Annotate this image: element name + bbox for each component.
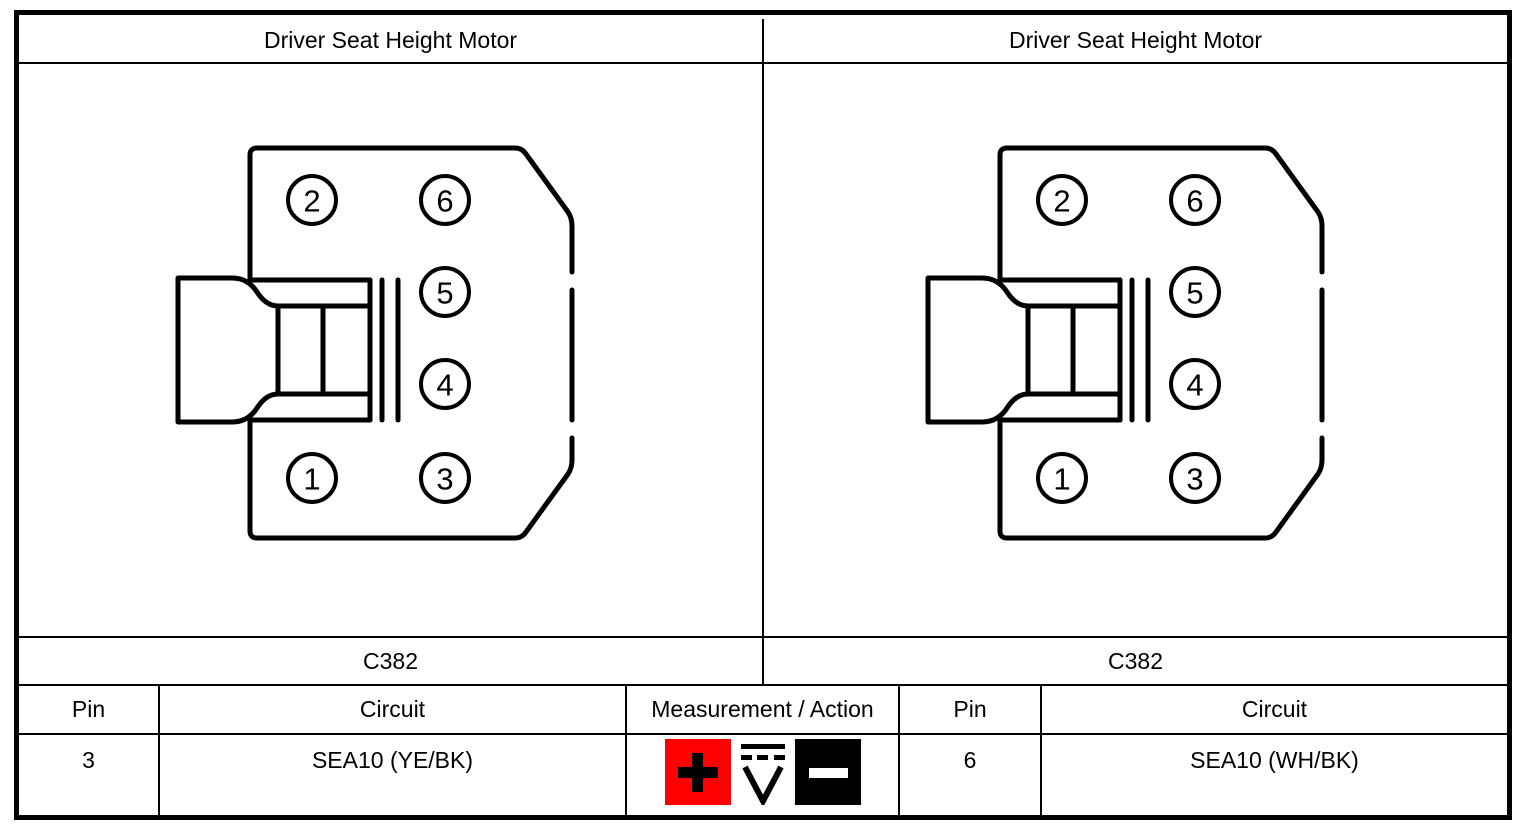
pin-circle-1 [286,452,338,504]
plus-vertical-bar [691,753,703,792]
pin-label-4: 4 [1186,368,1203,403]
negative-probe-icon [794,739,861,805]
connector-diagram-right: 2 6 5 4 1 3 [910,130,1330,550]
measurement-right-pin-divider [898,684,900,820]
table-header-row-bottom-rule [19,733,1507,735]
pin-circle-4 [1169,358,1221,410]
right-pin-circuit-divider [1040,684,1042,820]
pin-circle-6 [419,174,471,226]
pin-label-2: 2 [303,184,320,219]
dc-dash-3 [773,755,785,760]
data-pin-left: 3 [82,746,95,773]
positive-probe-icon [664,739,731,805]
dc-solid-bar [740,744,785,749]
pin-label-3: 3 [436,462,453,497]
dc-dash-1 [740,755,752,760]
pin-label-5: 5 [436,276,453,311]
connector-id-left: C382 [363,647,418,674]
pin-circle-2 [1036,174,1088,226]
minus-horizontal-bar [808,768,848,778]
data-circuit-right: SEA10 (WH/BK) [1190,746,1359,773]
pin-circle-2 [286,174,338,226]
pin-label-4: 4 [436,368,453,403]
pin-label-3: 3 [1186,462,1203,497]
dc-voltage-icon [738,739,788,805]
pin-label-6: 6 [436,184,453,219]
pin-label-6: 6 [1186,184,1203,219]
data-circuit-left: SEA10 (YE/BK) [311,746,474,773]
pin-circle-5 [1169,266,1221,318]
column-header-pin-left: Pin [71,696,106,722]
panel-title-left: Driver Seat Height Motor [263,27,518,53]
pin-label-5: 5 [1186,276,1203,311]
column-header-circuit-left: Circuit [359,696,426,722]
pin-label-2: 2 [1053,184,1070,219]
panel-title-right: Driver Seat Height Motor [1008,27,1263,53]
pin-label-1: 1 [303,462,320,497]
left-circuit-measurement-divider [625,684,627,820]
connector-diagram-left: 2 6 5 4 1 3 [160,130,580,550]
connector-id-right: C382 [1108,647,1163,674]
pin-circle-3 [419,452,471,504]
data-pin-right: 6 [963,746,977,773]
dc-dash-2 [756,755,768,760]
column-header-circuit-right: Circuit [1241,696,1308,722]
left-pin-circuit-divider [158,684,160,820]
pin-label-1: 1 [1053,462,1070,497]
pin-circle-3 [1169,452,1221,504]
panel-center-divider [762,19,764,684]
pin-circle-6 [1169,174,1221,226]
measurement-action-icon-group [627,737,898,807]
pin-circle-5 [419,266,471,318]
column-header-pin-right: Pin [953,696,987,722]
pin-circle-1 [1036,452,1088,504]
voltage-v-glyph [741,765,784,805]
table-header-row-top-rule [19,684,1507,686]
column-header-measurement-action: Measurement / Action [651,696,874,722]
pin-circle-4 [419,358,471,410]
